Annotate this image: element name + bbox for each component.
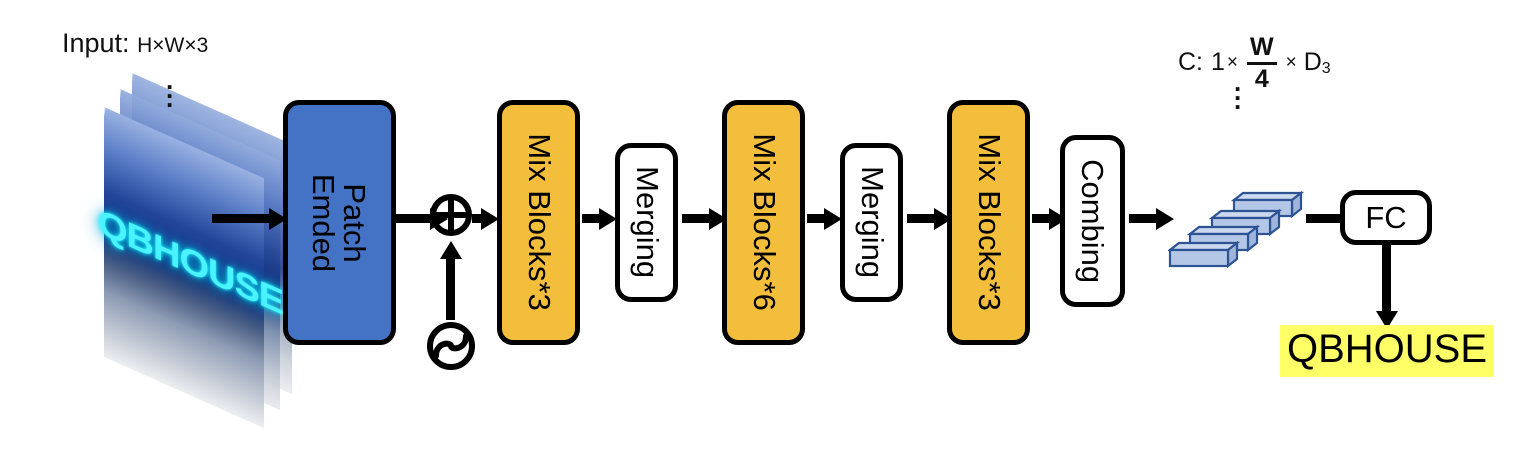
input-label: Input: H×W×3 xyxy=(62,28,208,59)
feature-label-prefix: C: xyxy=(1178,48,1203,76)
feature-label-first-dim: 1 xyxy=(1211,48,1225,76)
input-label-prefix: Input: xyxy=(62,28,130,58)
block-mix-blocks-2-label: Mix Blocks*6 xyxy=(746,133,782,312)
arrow-combing-to-features xyxy=(1129,214,1157,223)
feature-slab-1 xyxy=(1168,240,1241,269)
arrow-features-to-fc xyxy=(1306,214,1349,223)
block-patch-embed-line2: Emded xyxy=(306,173,342,272)
block-mix-blocks-3[interactable]: Mix Blocks*3 xyxy=(947,100,1030,345)
block-mix-blocks-1[interactable]: Mix Blocks*3 xyxy=(497,100,580,345)
block-merging-1-label: Merging xyxy=(629,166,665,279)
arrow-mix-blocks-2-to-merging-2 xyxy=(807,214,825,223)
input-stack-ellipsis: ... xyxy=(166,65,174,113)
block-fc-label: FC xyxy=(1365,199,1407,235)
output-text: QBHOUSE xyxy=(1280,325,1495,377)
input-image-stack: QBHOUSE xyxy=(60,55,292,429)
fraction-bar xyxy=(1247,62,1277,65)
input-label-dims: H×W×3 xyxy=(137,34,209,57)
feature-label-depth-subscript: 3 xyxy=(1321,59,1331,77)
arrow-patch-embed-to-add xyxy=(396,214,431,223)
sine-wave-icon xyxy=(427,322,475,370)
block-patch-embed[interactable]: Patch Emded xyxy=(283,100,396,345)
arrow-add-to-mix-blocks-1 xyxy=(472,214,482,223)
feature-label-ellipsis: ... xyxy=(1234,67,1242,115)
feature-label-denominator: 4 xyxy=(1254,65,1269,93)
block-fc[interactable]: FC xyxy=(1340,190,1432,245)
block-mix-blocks-3-label: Mix Blocks*3 xyxy=(971,133,1007,312)
block-merging-2[interactable]: Merging xyxy=(840,143,903,302)
arrow-mix-blocks-1-to-merging-1 xyxy=(582,214,600,223)
add-icon xyxy=(430,194,472,236)
arrow-positional-encoding-to-add xyxy=(446,258,455,320)
block-merging-2-label: Merging xyxy=(854,166,890,279)
block-combing-label: Combing xyxy=(1075,158,1111,284)
feature-label-depth: D xyxy=(1303,48,1322,76)
feature-label-times-1: × xyxy=(1226,51,1239,73)
feature-label-fraction: W 4 xyxy=(1247,35,1277,92)
block-patch-embed-label: Patch Emded xyxy=(306,173,373,272)
block-merging-1[interactable]: Merging xyxy=(615,143,678,302)
arrow-merging-2-to-mix-blocks-3 xyxy=(907,214,935,223)
arrow-merging-1-to-mix-blocks-2 xyxy=(682,214,710,223)
arrow-input-to-patch-embed xyxy=(212,214,270,223)
block-mix-blocks-1-label: Mix Blocks*3 xyxy=(521,133,557,312)
feature-slab-stack xyxy=(1168,190,1305,269)
block-mix-blocks-2[interactable]: Mix Blocks*6 xyxy=(722,100,805,345)
feature-label-numerator: W xyxy=(1250,33,1274,61)
feature-label-times-2: × xyxy=(1285,51,1297,73)
arrow-fc-to-output xyxy=(1382,244,1391,312)
arrow-mix-blocks-3-to-combing xyxy=(1032,214,1050,223)
block-combing[interactable]: Combing xyxy=(1060,135,1125,307)
block-patch-embed-line1: Patch xyxy=(337,182,373,263)
